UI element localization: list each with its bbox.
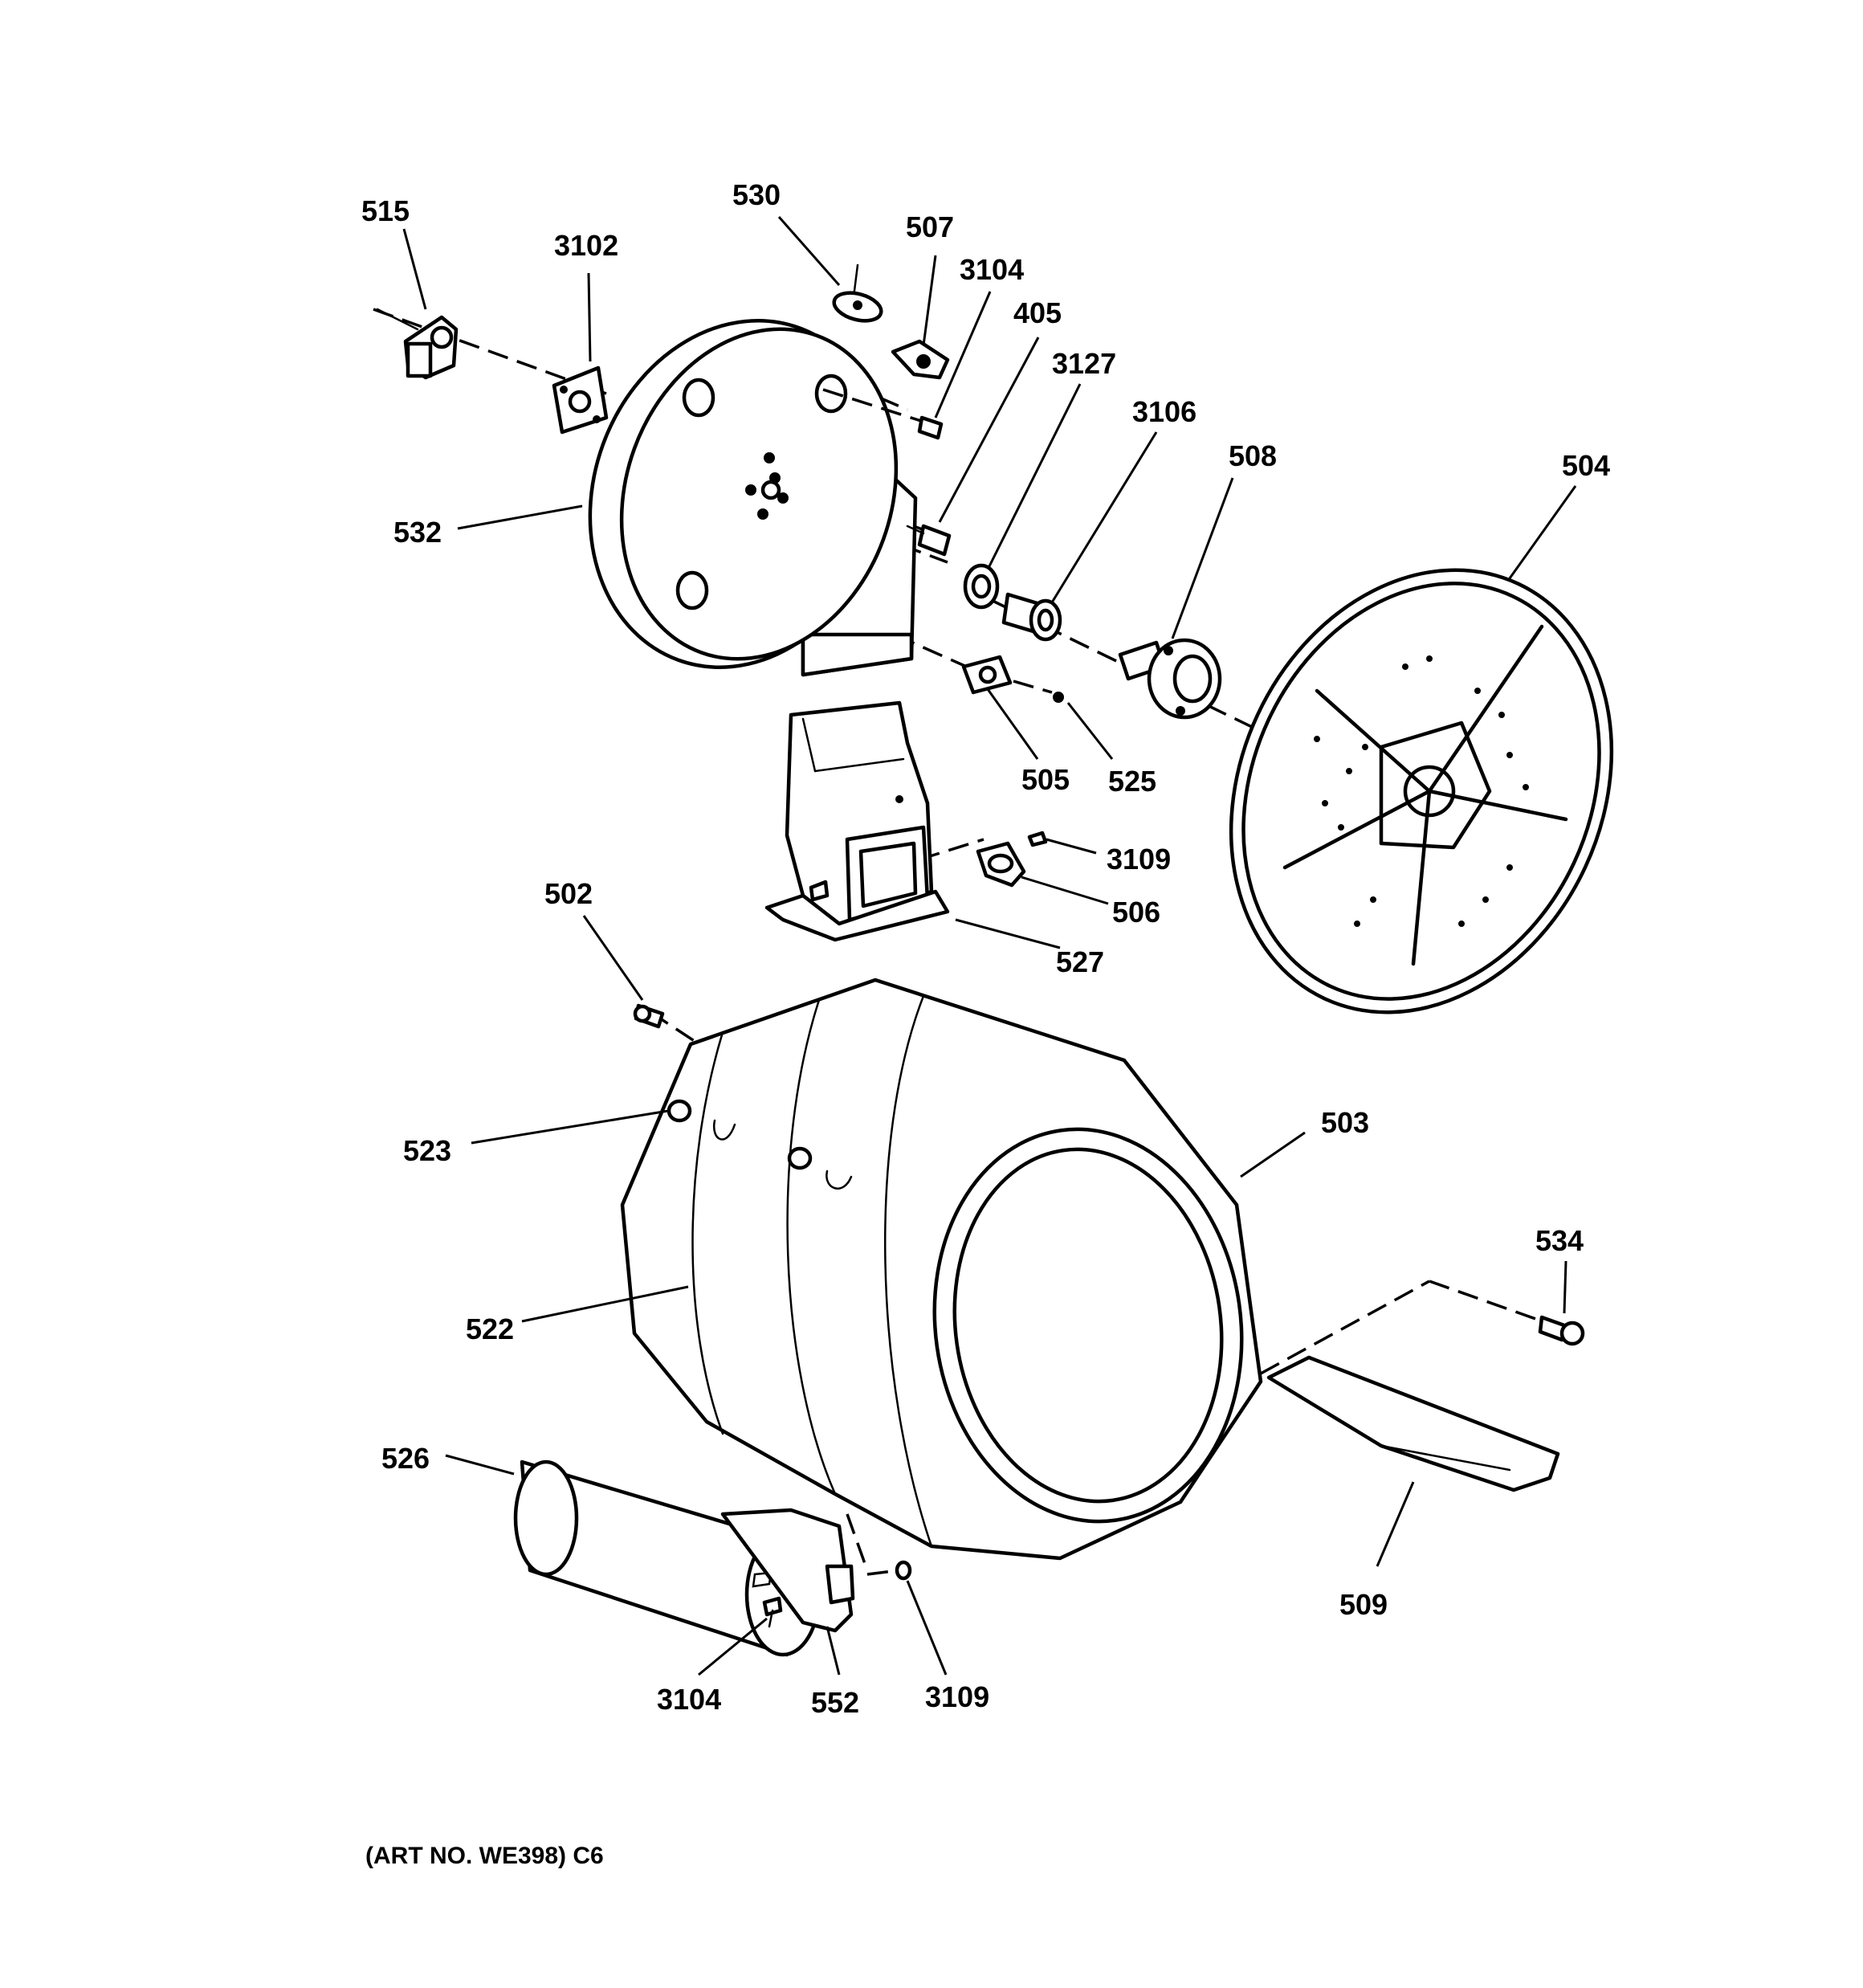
thermostat-507 — [891, 339, 950, 380]
label-552: 552 — [811, 1686, 859, 1719]
bearing-3127 — [963, 563, 1000, 610]
bracket-506 — [976, 841, 1026, 888]
perforation-pattern — [1314, 655, 1529, 927]
screw-3104-bottom — [762, 1596, 783, 1628]
bolt-405 — [906, 524, 952, 557]
label-3106: 3106 — [1132, 395, 1196, 428]
label-523: 523 — [403, 1134, 451, 1167]
label-508: 508 — [1229, 439, 1277, 472]
rear-bulkhead-532 — [588, 319, 918, 677]
label-506: 506 — [1112, 896, 1160, 929]
label-3127: 3127 — [1052, 347, 1116, 380]
label-502: 502 — [544, 877, 593, 910]
shaft-3106 — [1001, 592, 1062, 642]
screw-3109-mid — [1027, 831, 1048, 847]
part-labels: 515 3102 530 507 3104 405 3127 3106 508 … — [361, 178, 1610, 1719]
hinge-bracket-515 — [376, 308, 459, 380]
label-503: 503 — [1321, 1106, 1369, 1139]
screw-3104-top — [822, 388, 944, 440]
label-527: 527 — [1056, 945, 1104, 978]
art-number-note: (ART NO. WE398) C6 — [365, 1843, 604, 1869]
label-3109-mid: 3109 — [1107, 843, 1171, 876]
label-405: 405 — [1013, 296, 1062, 329]
label-507: 507 — [906, 210, 954, 243]
screw-525 — [1013, 680, 1064, 703]
label-530: 530 — [732, 178, 781, 211]
label-3109-bottom: 3109 — [925, 1680, 989, 1713]
label-3102: 3102 — [554, 229, 618, 262]
label-3104-top: 3104 — [960, 253, 1024, 286]
bracket-552 — [720, 1508, 855, 1633]
clamp-505 — [961, 655, 1013, 695]
screw-3109-bottom — [895, 1560, 912, 1581]
label-525: 525 — [1108, 765, 1156, 798]
label-509: 509 — [1339, 1588, 1388, 1621]
duct-527 — [764, 700, 950, 942]
leader-lines — [402, 216, 1577, 1676]
label-504: 504 — [1562, 449, 1610, 482]
label-3104-bottom: 3104 — [657, 1683, 721, 1716]
label-526: 526 — [381, 1442, 430, 1475]
label-522: 522 — [466, 1312, 514, 1345]
label-515: 515 — [361, 194, 410, 227]
bearing-plate-3102 — [552, 365, 609, 435]
front-panel-504 — [1229, 568, 1614, 1014]
drum-hub-508 — [1118, 638, 1222, 720]
lint-duct-509 — [1266, 1355, 1560, 1492]
label-505: 505 — [1021, 763, 1070, 796]
label-532: 532 — [393, 516, 442, 549]
label-534: 534 — [1535, 1224, 1584, 1257]
bracket-530 — [832, 263, 883, 323]
screw-534 — [1538, 1315, 1585, 1346]
drum-503 — [620, 978, 1263, 1561]
